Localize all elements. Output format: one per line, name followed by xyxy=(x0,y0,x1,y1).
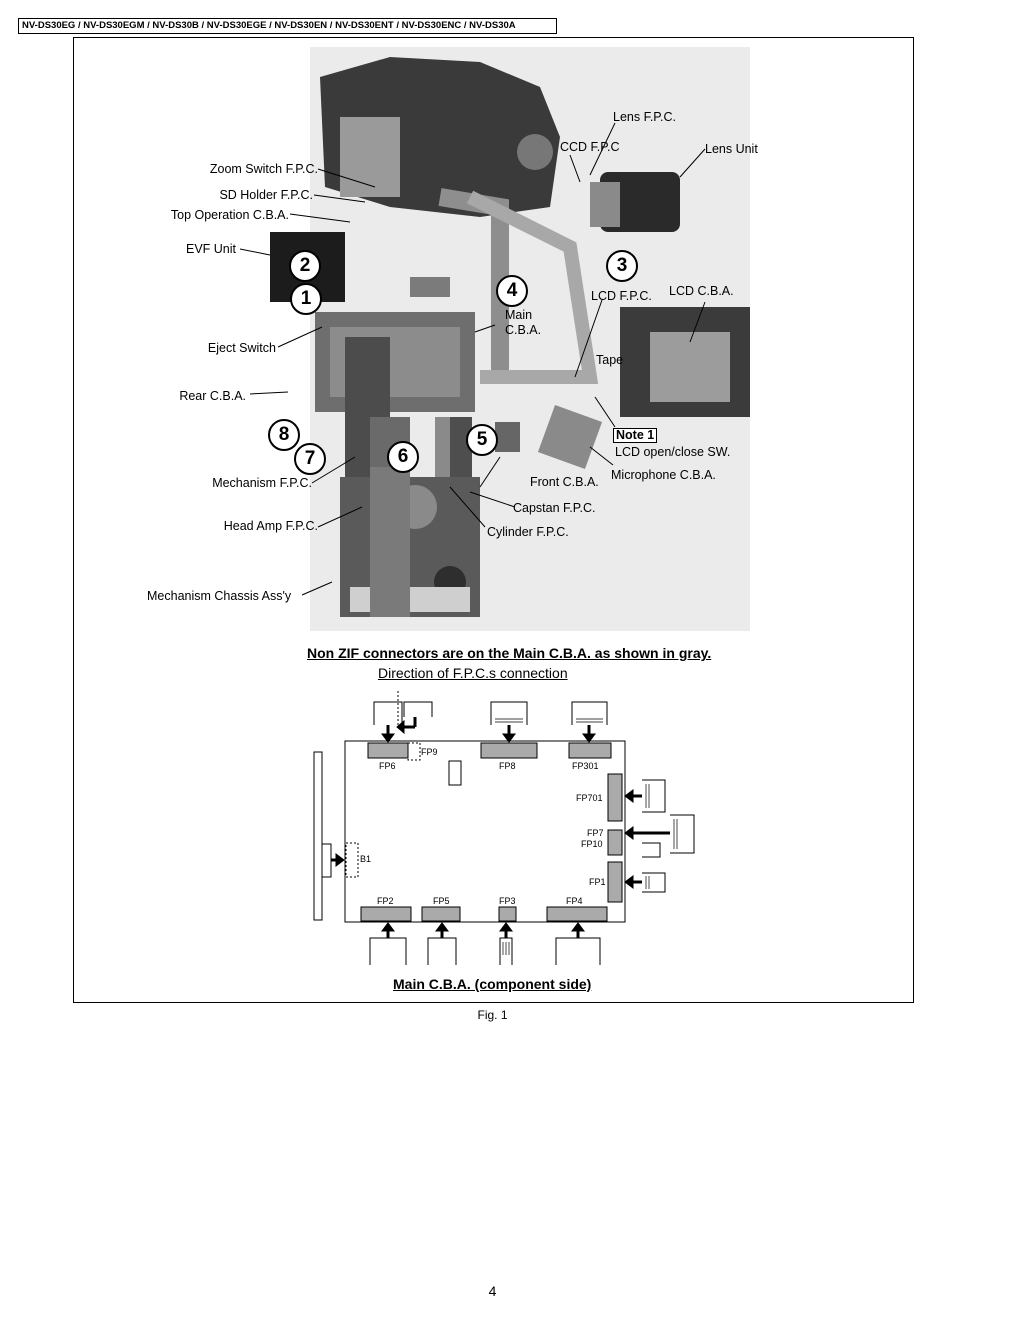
main-cba-component-side-caption: Main C.B.A. (component side) xyxy=(393,976,592,992)
step-5-marker: 5 xyxy=(466,424,498,456)
label-mechanism-fpc: Mechanism F.P.C. xyxy=(212,476,312,490)
label-fp3: FP3 xyxy=(499,896,516,906)
label-fp6: FP6 xyxy=(379,761,396,771)
note-1-box: Note 1 xyxy=(613,428,658,443)
step-2-marker: 2 xyxy=(289,250,321,282)
main-cba-connector-diagram: FP6 FP9 FP8 FP301 FP701 FP7 FP10 FP1 B1 … xyxy=(313,690,695,965)
step-1-marker: 1 xyxy=(290,283,322,315)
label-lens-fpc: Lens F.P.C. xyxy=(613,110,677,124)
step-4-marker: 4 xyxy=(496,275,528,307)
model-list-header: NV-DS30EG / NV-DS30EGM / NV-DS30B / NV-D… xyxy=(18,18,557,34)
label-fp8: FP8 xyxy=(499,761,516,771)
label-evf-unit: EVF Unit xyxy=(185,242,236,256)
disassembly-photo xyxy=(150,47,750,631)
figure-caption: Fig. 1 xyxy=(477,1008,508,1022)
step-8-marker: 8 xyxy=(268,419,300,451)
label-main-cba-1: Main xyxy=(505,308,533,322)
step-3-marker: 3 xyxy=(606,250,638,282)
page-number: 4 xyxy=(488,1283,497,1299)
label-front-cba: Front C.B.A. xyxy=(530,475,599,489)
non-zif-heading: Non ZIF connectors are on the Main C.B.A… xyxy=(307,645,712,661)
label-tape: Tape xyxy=(596,353,624,367)
step-6-marker: 6 xyxy=(387,441,419,473)
label-main-cba-2: C.B.A. xyxy=(505,323,542,337)
label-mechanism-chassis: Mechanism Chassis Ass'y xyxy=(147,589,292,603)
label-fp4: FP4 xyxy=(566,896,583,906)
label-sd-holder-fpc: SD Holder F.P.C. xyxy=(219,188,313,202)
label-zoom-switch-fpc: Zoom Switch F.P.C. xyxy=(209,162,318,176)
step-7-marker: 7 xyxy=(294,443,326,475)
label-fp10: FP10 xyxy=(581,839,603,849)
label-lcd-cba: LCD C.B.A. xyxy=(669,284,734,298)
label-fp7: FP7 xyxy=(587,828,604,838)
label-ccd-fpc: CCD F.P.C xyxy=(560,140,620,154)
label-fp2: FP2 xyxy=(377,896,394,906)
label-fp5: FP5 xyxy=(433,896,450,906)
label-top-operation-cba: Top Operation C.B.A. xyxy=(170,208,289,222)
label-b1: B1 xyxy=(360,854,371,864)
label-fp301: FP301 xyxy=(572,761,599,771)
label-capstan-fpc: Capstan F.P.C. xyxy=(513,501,596,515)
label-rear-cba: Rear C.B.A. xyxy=(179,389,246,403)
label-eject-switch: Eject Switch xyxy=(207,341,276,355)
direction-heading: Direction of F.P.C.s connection xyxy=(378,665,568,681)
label-fp701: FP701 xyxy=(576,793,603,803)
label-lcd-fpc: LCD F.P.C. xyxy=(591,289,652,303)
label-lcd-open-close-sw: LCD open/close SW. xyxy=(615,445,731,459)
label-fp1: FP1 xyxy=(589,877,606,887)
label-cylinder-fpc: Cylinder F.P.C. xyxy=(487,525,569,539)
label-head-amp-fpc: Head Amp F.P.C. xyxy=(223,519,318,533)
label-lens-unit: Lens Unit xyxy=(705,142,758,156)
label-fp9: FP9 xyxy=(421,747,438,757)
label-microphone-cba: Microphone C.B.A. xyxy=(611,468,716,482)
figure-frame xyxy=(73,37,914,1003)
